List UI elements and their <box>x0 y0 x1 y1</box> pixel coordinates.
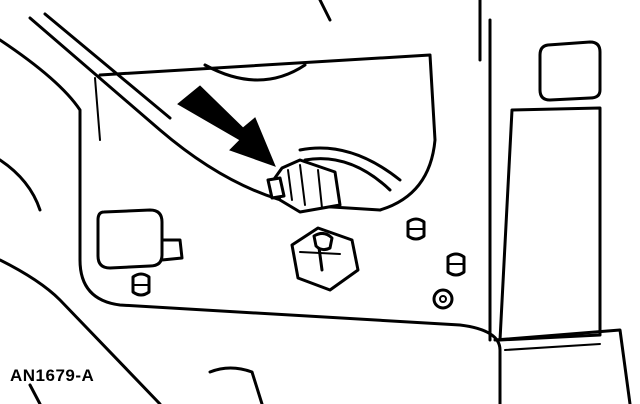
connector-icon <box>266 146 402 214</box>
figure-label: AN1679-A <box>10 366 95 385</box>
arrow-icon <box>177 85 276 167</box>
panel-opening <box>94 53 437 212</box>
body-panel <box>0 0 502 404</box>
fasteners <box>131 217 466 310</box>
center-stud <box>290 226 360 292</box>
right-panel <box>488 18 632 404</box>
lower-contour <box>0 158 264 404</box>
left-bracket <box>96 208 184 270</box>
